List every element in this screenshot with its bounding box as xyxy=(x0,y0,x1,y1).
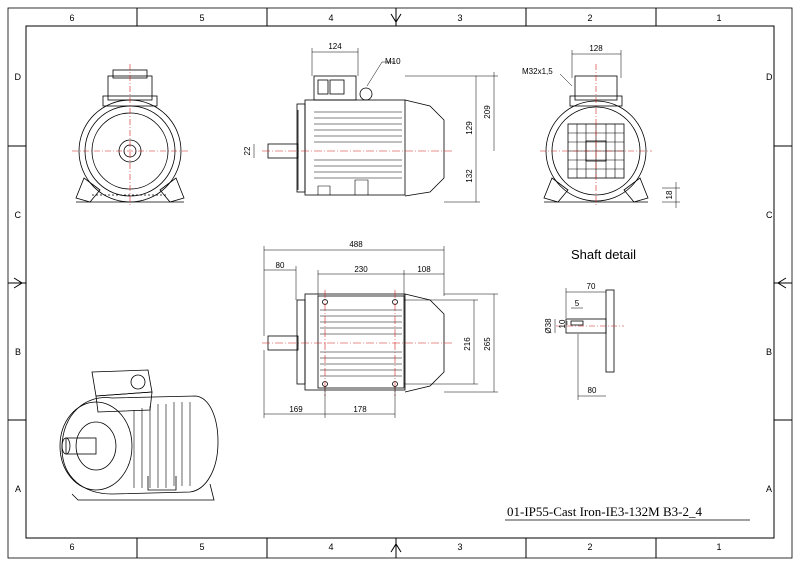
row-label-right-B: B xyxy=(766,347,772,357)
row-label-left-A: A xyxy=(15,484,21,494)
column-label-bottom-4: 4 xyxy=(328,542,333,552)
column-label-top-3: 3 xyxy=(457,13,462,23)
fan-dim-18: 18 xyxy=(665,190,674,199)
row-label-left-C: C xyxy=(15,210,22,220)
column-label-bottom-6: 6 xyxy=(69,542,74,552)
column-label-bottom-1: 1 xyxy=(716,542,721,552)
fan-dim-128: 128 xyxy=(589,44,603,53)
column-label-top-5: 5 xyxy=(199,13,204,23)
row-label-right-D: D xyxy=(766,72,773,82)
row-label-left-B: B xyxy=(15,347,21,357)
front-view-dimension-lines xyxy=(253,48,498,203)
front-dim-124: 124 xyxy=(328,42,342,51)
plan-dim-80: 80 xyxy=(276,261,285,270)
front-dim-132: 132 xyxy=(465,169,474,183)
row-label-left-D: D xyxy=(15,72,22,82)
column-label-bottom-5: 5 xyxy=(199,542,204,552)
plan-dim-216: 216 xyxy=(463,337,472,351)
plan-view-dimension-lines xyxy=(263,246,498,418)
plan-dim-108: 108 xyxy=(417,265,431,274)
plan-dim-488: 488 xyxy=(349,240,363,249)
end-view-drive-center-lines xyxy=(72,64,188,206)
column-label-bottom-3: 3 xyxy=(457,542,462,552)
drawing-frame xyxy=(7,7,793,559)
plan-dim-230: 230 xyxy=(354,265,368,274)
fan-dim-m32: M32x1,5 xyxy=(522,67,553,76)
column-label-top-2: 2 xyxy=(587,13,592,23)
plan-view-fins xyxy=(320,309,402,377)
shaft-dim-5: 5 xyxy=(575,299,580,308)
shaft-detail-drawing xyxy=(565,289,615,373)
shaft-detail-heading: Shaft detail xyxy=(571,247,636,262)
plan-dim-169: 169 xyxy=(289,405,303,414)
plan-view-center-lines xyxy=(262,290,452,396)
front-dim-m10: M10 xyxy=(385,57,401,66)
plan-dim-178: 178 xyxy=(353,405,367,414)
front-dim-22: 22 xyxy=(243,146,252,155)
column-label-top-6: 6 xyxy=(69,13,74,23)
row-label-right-C: C xyxy=(766,210,773,220)
front-view-fins xyxy=(314,111,402,195)
column-label-top-1: 1 xyxy=(716,13,721,23)
isometric-view xyxy=(59,369,219,501)
end-view-fan-center-lines xyxy=(540,64,652,206)
isometric-view-fins xyxy=(133,402,191,488)
shaft-dim-80: 80 xyxy=(588,386,597,395)
end-view-fan-dimension-lines xyxy=(559,50,680,208)
column-label-bottom-2: 2 xyxy=(587,542,592,552)
shaft-detail-dimension-lines xyxy=(554,288,606,400)
row-label-right-A: A xyxy=(766,484,772,494)
plan-dim-265: 265 xyxy=(483,337,492,351)
shaft-dim-70: 70 xyxy=(587,282,596,291)
shaft-dim-10: 10 xyxy=(558,319,567,328)
front-dim-209: 209 xyxy=(483,105,492,119)
front-dim-129: 129 xyxy=(465,121,474,135)
shaft-dim-d38: Ø38 xyxy=(544,318,553,334)
column-label-top-4: 4 xyxy=(328,13,333,23)
drawing-title: 01-IP55-Cast Iron-IE3-132M B3-2_4 xyxy=(507,504,702,519)
